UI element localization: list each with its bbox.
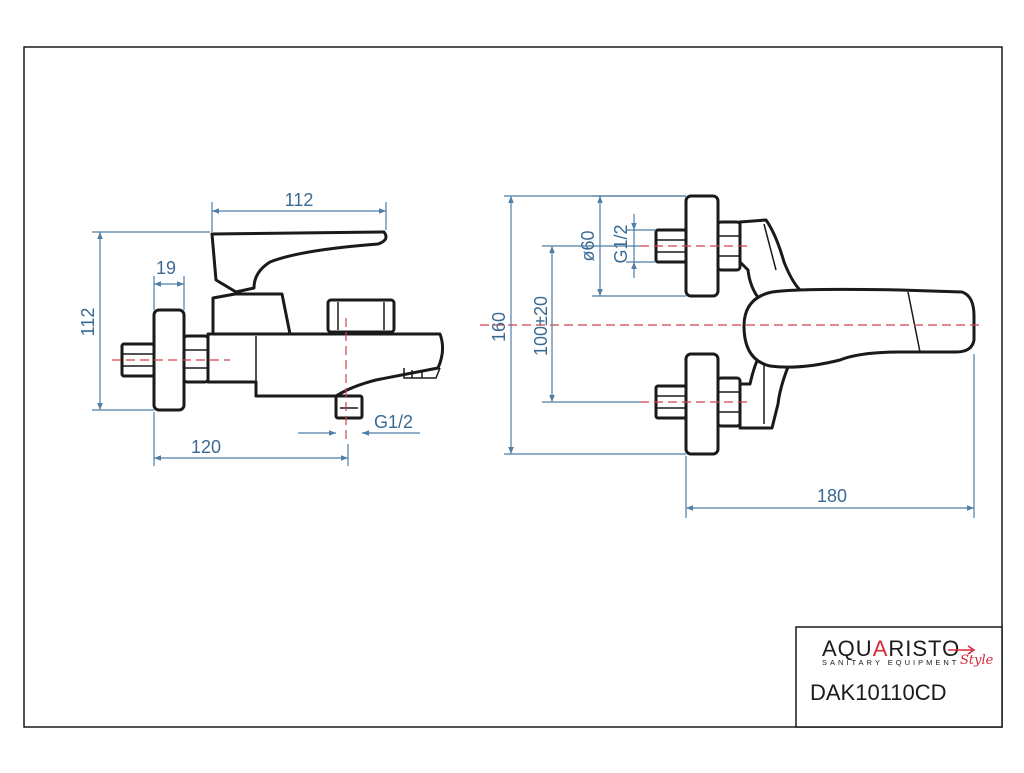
svg-text:Style: Style	[960, 653, 994, 668]
front-top-arm	[738, 218, 802, 302]
side-view: 112 112 19 120 G1/2	[78, 190, 445, 466]
front-mixer-body	[742, 287, 976, 369]
front-view: 160 100±20 ø60 G1/2 180	[480, 194, 982, 518]
side-mixer-body	[206, 332, 445, 398]
dim-flange-diameter: ø60	[578, 230, 598, 261]
dim-outlet-thread: G1/2	[374, 412, 413, 432]
dim-side-depth: 120	[191, 437, 221, 457]
drawing-frame	[23, 46, 1003, 728]
front-bottom-flange	[684, 352, 720, 456]
company-logo: AQUARISTO SANITARY EQUIPMENT Style	[822, 636, 994, 668]
svg-text:AQUARISTO: AQUARISTO	[822, 636, 960, 661]
model-code: DAK10110CD	[810, 680, 947, 705]
title-block: AQUARISTO SANITARY EQUIPMENT Style DAK10…	[795, 626, 1003, 728]
dim-side-height: 112	[78, 308, 98, 337]
dim-flange-thickness: 19	[156, 258, 176, 278]
side-nut	[182, 334, 210, 384]
dim-front-height: 160	[489, 312, 509, 342]
dim-front-depth: 180	[817, 486, 847, 506]
dim-inlet-thread: G1/2	[611, 224, 631, 263]
side-lever-handle	[210, 230, 388, 294]
dim-side-width-top: 112	[285, 190, 314, 210]
side-diverter-button	[326, 298, 396, 334]
dim-connection-spacing: 100±20	[531, 296, 551, 356]
side-handle-column	[211, 292, 292, 336]
side-outlet-nut	[334, 394, 364, 420]
svg-text:SANITARY EQUIPMENT: SANITARY EQUIPMENT	[822, 658, 959, 667]
